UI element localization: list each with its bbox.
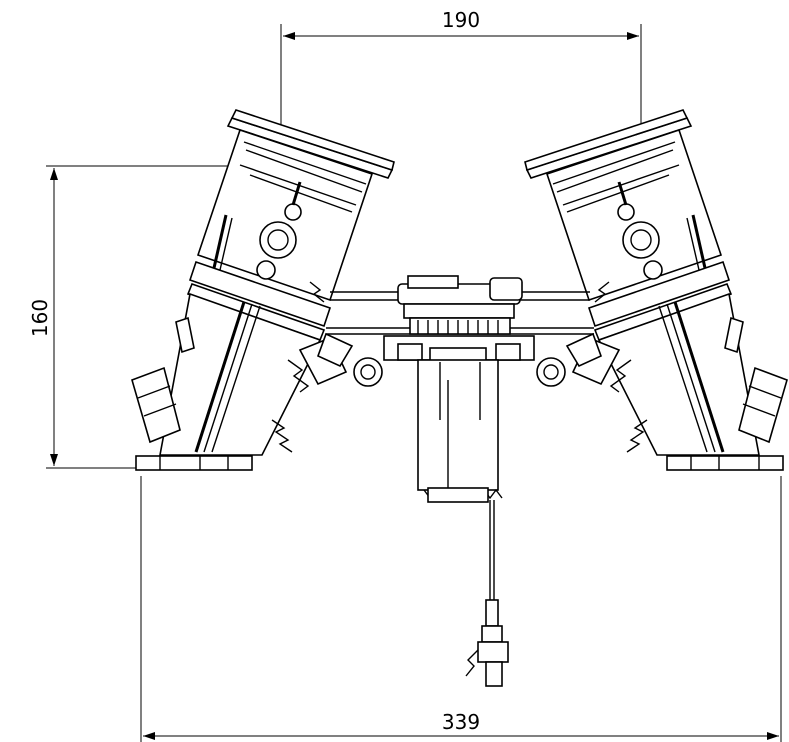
center-motor	[417, 359, 503, 503]
dimension-bottom-label: 339	[442, 710, 480, 734]
dimension-left: 160	[28, 165, 240, 469]
dimension-left-label: 160	[28, 299, 52, 337]
right-hopper-assembly	[523, 108, 789, 472]
left-hopper-assembly	[130, 108, 396, 472]
center-frame	[326, 275, 594, 363]
dimension-top: 190	[280, 8, 642, 185]
dimension-bottom: 339	[140, 476, 782, 742]
dimension-top-label: 190	[442, 8, 480, 32]
cable-connector	[465, 500, 509, 687]
